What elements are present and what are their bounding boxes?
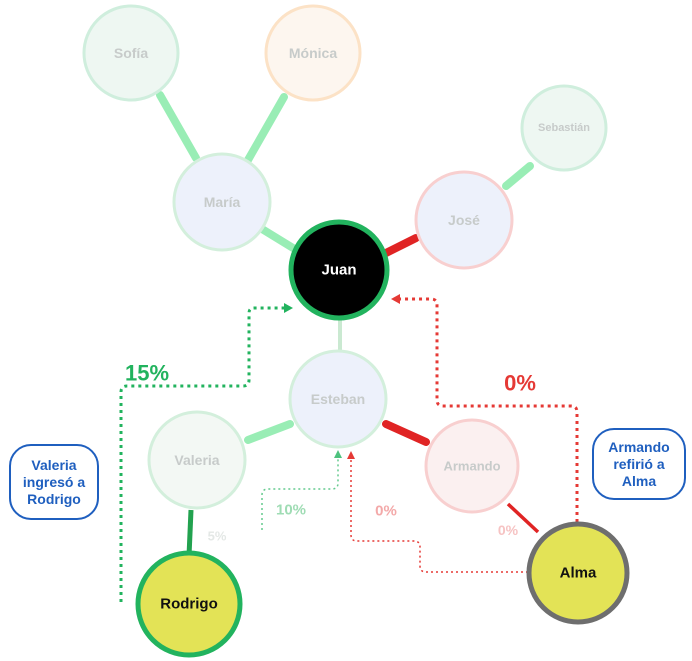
edge-monica-maria [244,93,288,164]
edge-sebastian-jose [502,162,534,190]
node-maria-label: María [204,194,241,210]
pct-rodrigo-valeria: 5% [208,529,227,544]
node-jose-label: José [448,212,480,228]
node-rodrigo[interactable]: Rodrigo [135,550,243,658]
node-sebastian[interactable]: Sebastián [520,84,608,172]
node-monica-label: Mónica [289,45,337,61]
edge-valeria-rodrigo [186,509,194,557]
pct-rodrigo-esteban: 10% [276,502,306,519]
edge-maria-juan [258,225,297,252]
note-armando-text: Armando refirió a Alma [608,438,670,489]
pct-alma-armando: 0% [498,522,519,538]
edge-esteban-armando [382,420,430,446]
node-sofia[interactable]: Sofía [82,4,180,102]
node-alma[interactable]: Alma [526,521,630,625]
node-juan[interactable]: Juan [288,219,390,321]
node-rodrigo-label: Rodrigo [160,596,218,613]
pct-alma-juan: 0% [504,371,536,396]
arrowhead-rodrigo-juan [284,303,293,313]
edge-valeria-esteban [244,420,294,444]
path-alma-esteban [350,457,528,573]
arrowhead-alma-esteban [347,451,355,459]
edge-sofia-maria [156,91,200,162]
node-esteban[interactable]: Esteban [288,349,388,449]
edge-armando-alma [506,502,540,534]
node-sofia-label: Sofía [114,45,148,61]
edge-jose-juan [380,234,420,258]
node-armando[interactable]: Armando [424,418,520,514]
arrowhead-rodrigo-esteban [334,450,342,458]
node-jose[interactable]: José [414,170,514,270]
node-esteban-label: Esteban [311,391,365,407]
node-alma-label: Alma [560,565,597,582]
node-maria[interactable]: María [172,152,272,252]
node-valeria[interactable]: Valeria [147,410,247,510]
node-sebastian-label: Sebastián [538,122,590,134]
pct-alma-esteban: 0% [375,503,397,520]
note-armando-referral: Armando refirió a Alma [592,428,686,500]
node-monica[interactable]: Mónica [264,4,362,102]
pct-rodrigo-juan: 15% [125,361,169,386]
arrowhead-alma-juan [391,294,400,304]
note-valeria-text: Valeria ingresó a Rodrigo [22,456,86,507]
path-alma-juan [397,297,579,522]
node-armando-label: Armando [443,459,500,474]
node-valeria-label: Valeria [174,452,219,468]
node-juan-label: Juan [321,262,356,279]
path-rodrigo-esteban [261,456,339,530]
note-valeria-referral: Valeria ingresó a Rodrigo [9,444,99,520]
